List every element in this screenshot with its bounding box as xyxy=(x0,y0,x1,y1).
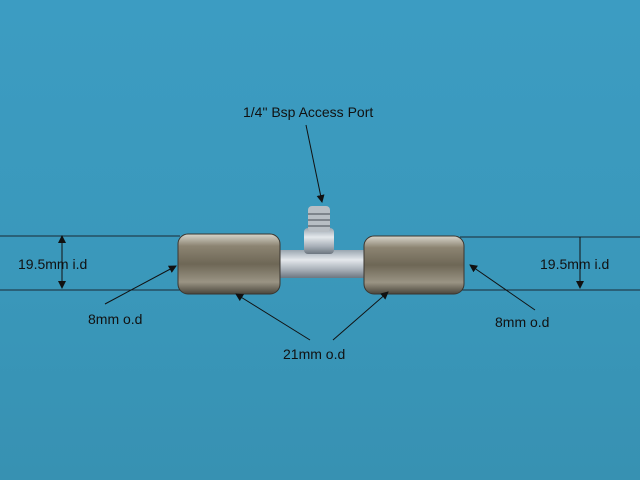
dimension-guides xyxy=(0,235,640,291)
right-id-label: 19.5mm i.d xyxy=(540,256,610,272)
fitting xyxy=(177,206,465,295)
right-od-label: 8mm o.d xyxy=(495,314,550,330)
access-port-label: 1/4" Bsp Access Port xyxy=(243,104,374,120)
center-od-label: 21mm o.d xyxy=(283,346,346,362)
left-id-label: 19.5mm i.d xyxy=(18,256,88,272)
left-od-label: 8mm o.d xyxy=(88,311,143,327)
